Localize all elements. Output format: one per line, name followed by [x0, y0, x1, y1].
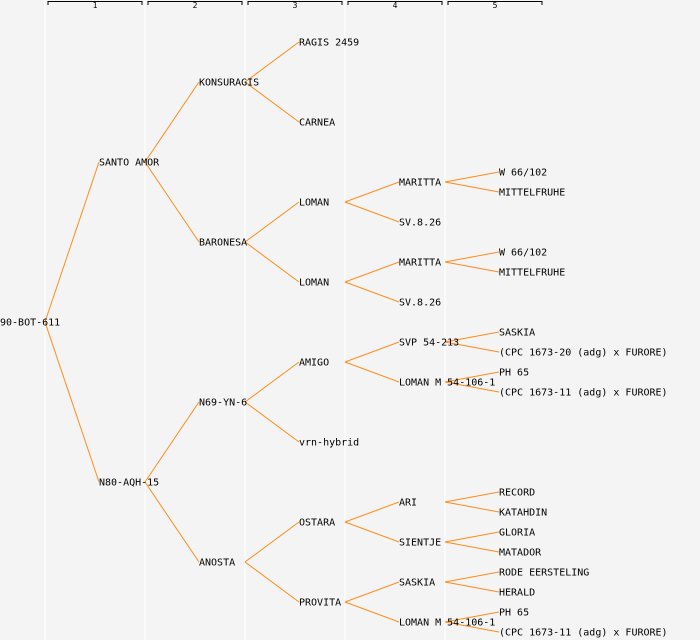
ancestor-node[interactable]: RAGIS 2459: [299, 38, 359, 49]
pedigree-link: [344, 181, 400, 203]
pedigree-link: [444, 571, 500, 583]
pedigree-link: [244, 201, 300, 243]
ancestor-node[interactable]: SASKIA: [499, 328, 535, 339]
pedigree-link: [44, 161, 100, 323]
pedigree-link: [444, 171, 500, 183]
generation-header: 1: [93, 1, 98, 10]
ancestor-node[interactable]: N69-YN-6: [199, 398, 247, 409]
ancestor-node[interactable]: SV.8.26: [399, 298, 441, 309]
pedigree-link: [244, 81, 300, 123]
generation-bracket: [47, 1, 143, 5]
pedigree-link: [444, 621, 500, 633]
ancestor-node[interactable]: MITTELFRUHE: [499, 188, 565, 199]
ancestor-node[interactable]: SASKIA: [399, 578, 435, 589]
pedigree-link: [344, 341, 400, 363]
pedigree-link: [444, 381, 500, 393]
ancestor-node[interactable]: CARNEA: [299, 118, 335, 129]
pedigree-link: [444, 611, 500, 623]
pedigree-link: [444, 261, 500, 273]
ancestor-node[interactable]: (CPC 1673-20 (adg) x FURORE): [499, 348, 668, 359]
pedigree-link: [344, 601, 400, 623]
ancestor-node[interactable]: MARITTA: [399, 178, 441, 189]
ancestor-node[interactable]: PROVITA: [299, 598, 341, 609]
ancestor-node[interactable]: GLORIA: [499, 528, 535, 539]
pedigree-link: [344, 501, 400, 523]
ancestor-node[interactable]: LOMAN: [299, 278, 329, 289]
ancestor-node[interactable]: LOMAN M 54-106-1: [399, 618, 495, 629]
pedigree-link: [444, 501, 500, 513]
pedigree-link: [44, 321, 100, 483]
ancestor-node[interactable]: LOMAN: [299, 198, 329, 209]
ancestor-node[interactable]: PH 65: [499, 368, 529, 379]
pedigree-link: [444, 251, 500, 263]
pedigree-link: [444, 581, 500, 593]
generation-header: 4: [393, 1, 398, 10]
ancestor-node[interactable]: MITTELFRUHE: [499, 268, 565, 279]
pedigree-link: [244, 561, 300, 603]
pedigree-link: [344, 201, 400, 223]
pedigree-link: [444, 541, 500, 553]
ancestor-node[interactable]: LOMAN M 54-106-1: [399, 378, 495, 389]
pedigree-link: [244, 41, 300, 83]
pedigree-link: [244, 521, 300, 563]
ancestor-node[interactable]: AMIGO: [299, 358, 329, 369]
ancestor-node[interactable]: W 66/102: [499, 248, 547, 259]
pedigree-link: [444, 371, 500, 383]
pedigree-link: [344, 281, 400, 303]
pedigree-link: [444, 491, 500, 503]
pedigree-link: [144, 481, 200, 563]
ancestor-node[interactable]: N80-AQH-15: [99, 478, 159, 489]
pedigree-link: [344, 581, 400, 603]
ancestor-node[interactable]: MARITTA: [399, 258, 441, 269]
ancestor-node[interactable]: PH 65: [499, 608, 529, 619]
pedigree-link: [244, 401, 300, 443]
pedigree-link: [444, 331, 500, 343]
ancestor-node[interactable]: ANOSTA: [199, 558, 235, 569]
ancestor-node[interactable]: KONSURAGIS: [199, 78, 259, 89]
pedigree-link: [144, 161, 200, 243]
pedigree-link: [144, 81, 200, 163]
pedigree-link: [344, 361, 400, 383]
generation-bracket: [247, 1, 343, 5]
ancestor-node[interactable]: (CPC 1673-11 (adg) x FURORE): [499, 388, 668, 399]
ancestor-node[interactable]: KATAHDIN: [499, 508, 547, 519]
generation-bracket: [147, 1, 243, 5]
pedigree-link: [144, 401, 200, 483]
ancestor-node[interactable]: SIENTJE: [399, 538, 441, 549]
pedigree-link: [344, 261, 400, 283]
ancestor-node[interactable]: BARONESA: [199, 238, 247, 249]
pedigree-link: [444, 341, 500, 353]
pedigree-link: [344, 521, 400, 543]
pedigree-link: [244, 241, 300, 283]
ancestor-node[interactable]: vrn-hybrid: [299, 438, 359, 449]
ancestor-node[interactable]: (CPC 1673-11 (adg) x FURORE): [499, 628, 668, 639]
pedigree-link: [444, 531, 500, 543]
generation-bracket: [347, 1, 443, 5]
ancestor-node[interactable]: ARI: [399, 498, 417, 509]
ancestor-node[interactable]: RODE EERSTELING: [499, 568, 589, 579]
ancestor-node[interactable]: SVP 54-213: [399, 338, 459, 349]
ancestor-node[interactable]: W 66/102: [499, 168, 547, 179]
root-variety[interactable]: 90-BOT-611: [0, 318, 60, 329]
ancestor-node[interactable]: MATADOR: [499, 548, 542, 559]
pedigree-link: [244, 361, 300, 403]
ancestor-node[interactable]: SV.8.26: [399, 218, 441, 229]
pedigree-link: [444, 181, 500, 193]
generation-header: 5: [493, 1, 498, 10]
generation-header: 2: [193, 1, 198, 10]
ancestor-node[interactable]: OSTARA: [299, 518, 335, 529]
ancestor-node[interactable]: HERALD: [499, 588, 535, 599]
ancestor-node[interactable]: RECORD: [499, 488, 535, 499]
generation-bracket: [447, 1, 543, 5]
generation-header: 3: [293, 1, 298, 10]
ancestor-node[interactable]: SANTO AMOR: [99, 158, 160, 169]
